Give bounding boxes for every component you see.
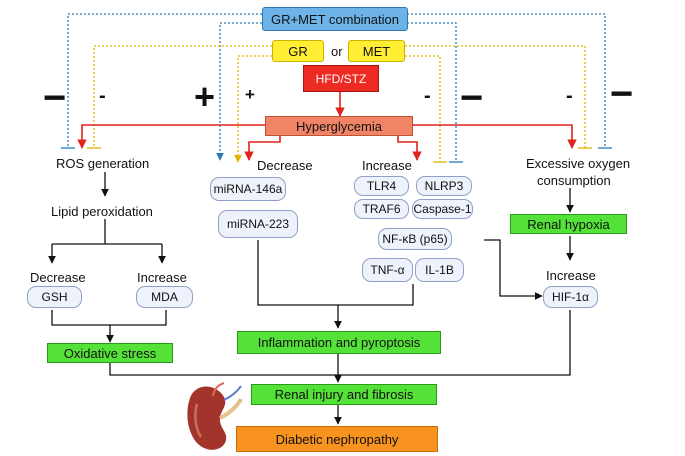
excessive-oxygen-label: Excessive oxygen: [526, 156, 631, 171]
il-1b-pill: IL-1B: [415, 258, 464, 282]
renal-hypoxia-box: Renal hypoxia: [510, 214, 627, 234]
renal-injury-fibrosis-box: Renal injury and fibrosis: [251, 384, 437, 405]
gr-box: GR: [272, 40, 324, 62]
traf6-pill: TRAF6: [354, 199, 409, 219]
tlr4-pill: TLR4: [354, 176, 409, 196]
nf-kb-p65-pill: NF-κB (p65): [378, 228, 452, 250]
minus-sign-large-mid: −: [460, 76, 484, 120]
diabetic-nephropathy-box: Diabetic nephropathy: [236, 426, 438, 452]
plus-sign-small: +: [245, 85, 255, 104]
hif-1a-pill: HIF-1α: [543, 286, 598, 308]
red-arrows: [77, 92, 577, 161]
met-box: MET: [348, 40, 405, 62]
plus-sign-large: +: [194, 76, 216, 117]
yellow-dotted-lines: [87, 45, 592, 163]
blue-dotted-lines: [61, 13, 612, 163]
decrease-label-mirna: Decrease: [257, 158, 313, 173]
increase-label-inflam: Increase: [362, 158, 412, 173]
minus-sign-large-right: −: [610, 72, 634, 116]
lipid-peroxidation-label: Lipid peroxidation: [51, 204, 153, 219]
black-lines: [48, 172, 574, 425]
or-label: or: [331, 44, 343, 59]
inflammation-pyroptosis-box: Inflammation and pyroptosis: [237, 331, 441, 354]
minus-sign-small-left: -: [99, 85, 106, 107]
increase-label-right: Increase: [546, 268, 596, 283]
decrease-label-left: Decrease: [30, 270, 86, 285]
oxidative-stress-box: Oxidative stress: [47, 343, 173, 363]
nlrp3-pill: NLRP3: [416, 176, 472, 196]
mda-pill: MDA: [136, 286, 193, 308]
mirna-146a-pill: miRNA-146a: [210, 177, 286, 201]
kidney-icon: [187, 382, 243, 450]
increase-label-left: Increase: [137, 270, 187, 285]
mirna-223-pill: miRNA-223: [218, 210, 298, 238]
consumption-label: consumption: [537, 173, 611, 188]
caspase-1-pill: Caspase-1: [412, 199, 473, 219]
minus-sign-large-left: −: [43, 76, 67, 120]
gr-met-combination-box: GR+MET combination: [262, 7, 408, 31]
hfd-stz-box: HFD/STZ: [303, 65, 379, 92]
ros-generation-label: ROS generation: [56, 156, 150, 171]
tnf-a-pill: TNF-α: [362, 258, 413, 282]
hyperglycemia-box: Hyperglycemia: [265, 116, 413, 136]
gsh-pill: GSH: [27, 286, 82, 308]
minus-sign-small-right: -: [566, 85, 573, 107]
minus-sign-small-mid: -: [424, 85, 431, 107]
